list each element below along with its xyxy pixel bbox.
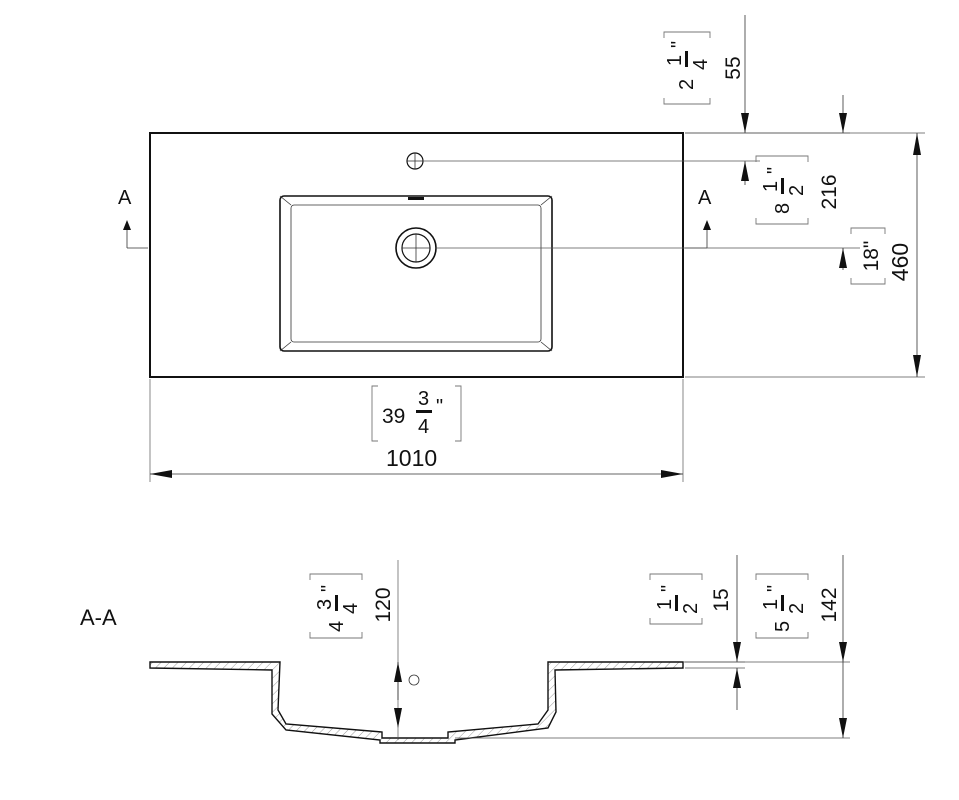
section-marker-left: A [118, 187, 148, 249]
plan-view: A A 39 3 4 " 1010 [118, 15, 925, 482]
width-dimension: 39 3 4 " 1010 [149, 379, 684, 482]
svg-text:": " [764, 167, 786, 174]
svg-text:4: 4 [326, 621, 348, 632]
drain-offset-dimension: 216 8 1 2 " [436, 95, 860, 270]
svg-text:120: 120 [372, 587, 395, 622]
svg-text:8: 8 [772, 203, 794, 214]
svg-text:": " [764, 585, 786, 592]
svg-text:2: 2 [680, 603, 702, 614]
tap-hole [406, 152, 424, 170]
svg-text:5: 5 [772, 621, 794, 632]
svg-text:3: 3 [314, 599, 336, 610]
svg-text:460: 460 [887, 243, 913, 281]
svg-text:1: 1 [664, 55, 686, 66]
svg-text:A: A [118, 187, 132, 209]
svg-text:216: 216 [818, 174, 841, 209]
svg-text:": " [436, 396, 443, 418]
basin-inner [290, 204, 542, 343]
svg-text:": " [658, 585, 680, 592]
section-title: A-A [80, 605, 117, 630]
svg-text:39: 39 [382, 405, 405, 428]
bowl-depth-dimension: 120 4 3 4 " [309, 560, 402, 740]
top-thickness-dimension: 15 1 2 " [649, 555, 745, 710]
svg-text:55: 55 [722, 56, 745, 79]
svg-text:A: A [698, 187, 712, 209]
drain-hole [395, 227, 437, 269]
svg-text:4: 4 [340, 603, 362, 614]
svg-text:18": 18" [860, 241, 883, 272]
svg-text:2: 2 [676, 79, 698, 90]
svg-text:1: 1 [760, 599, 782, 610]
svg-text:1010: 1010 [386, 445, 437, 471]
overflow-slot [408, 197, 424, 200]
svg-text:2: 2 [786, 185, 808, 196]
svg-text:4: 4 [418, 416, 429, 438]
total-height-dimension: 142 5 1 2 " [455, 555, 850, 739]
svg-text:2: 2 [786, 603, 808, 614]
depth-dimension: 460 18" [685, 132, 925, 378]
section-view: A-A 120 4 3 4 " 15 [80, 555, 850, 744]
svg-text:1: 1 [654, 599, 676, 610]
svg-text:": " [668, 41, 690, 48]
tap-offset-dimension: 55 2 1 4 " [423, 15, 760, 185]
svg-text:1: 1 [760, 181, 782, 192]
overflow-hole [408, 674, 420, 686]
svg-text:4: 4 [690, 59, 712, 70]
svg-text:": " [318, 585, 340, 592]
svg-text:142: 142 [818, 587, 841, 622]
countertop-outline [149, 132, 684, 378]
basin-outer [279, 195, 553, 352]
svg-text:15: 15 [710, 588, 733, 611]
svg-text:3: 3 [418, 388, 429, 410]
section-marker-right: A [685, 187, 712, 249]
section-profile [149, 661, 684, 744]
